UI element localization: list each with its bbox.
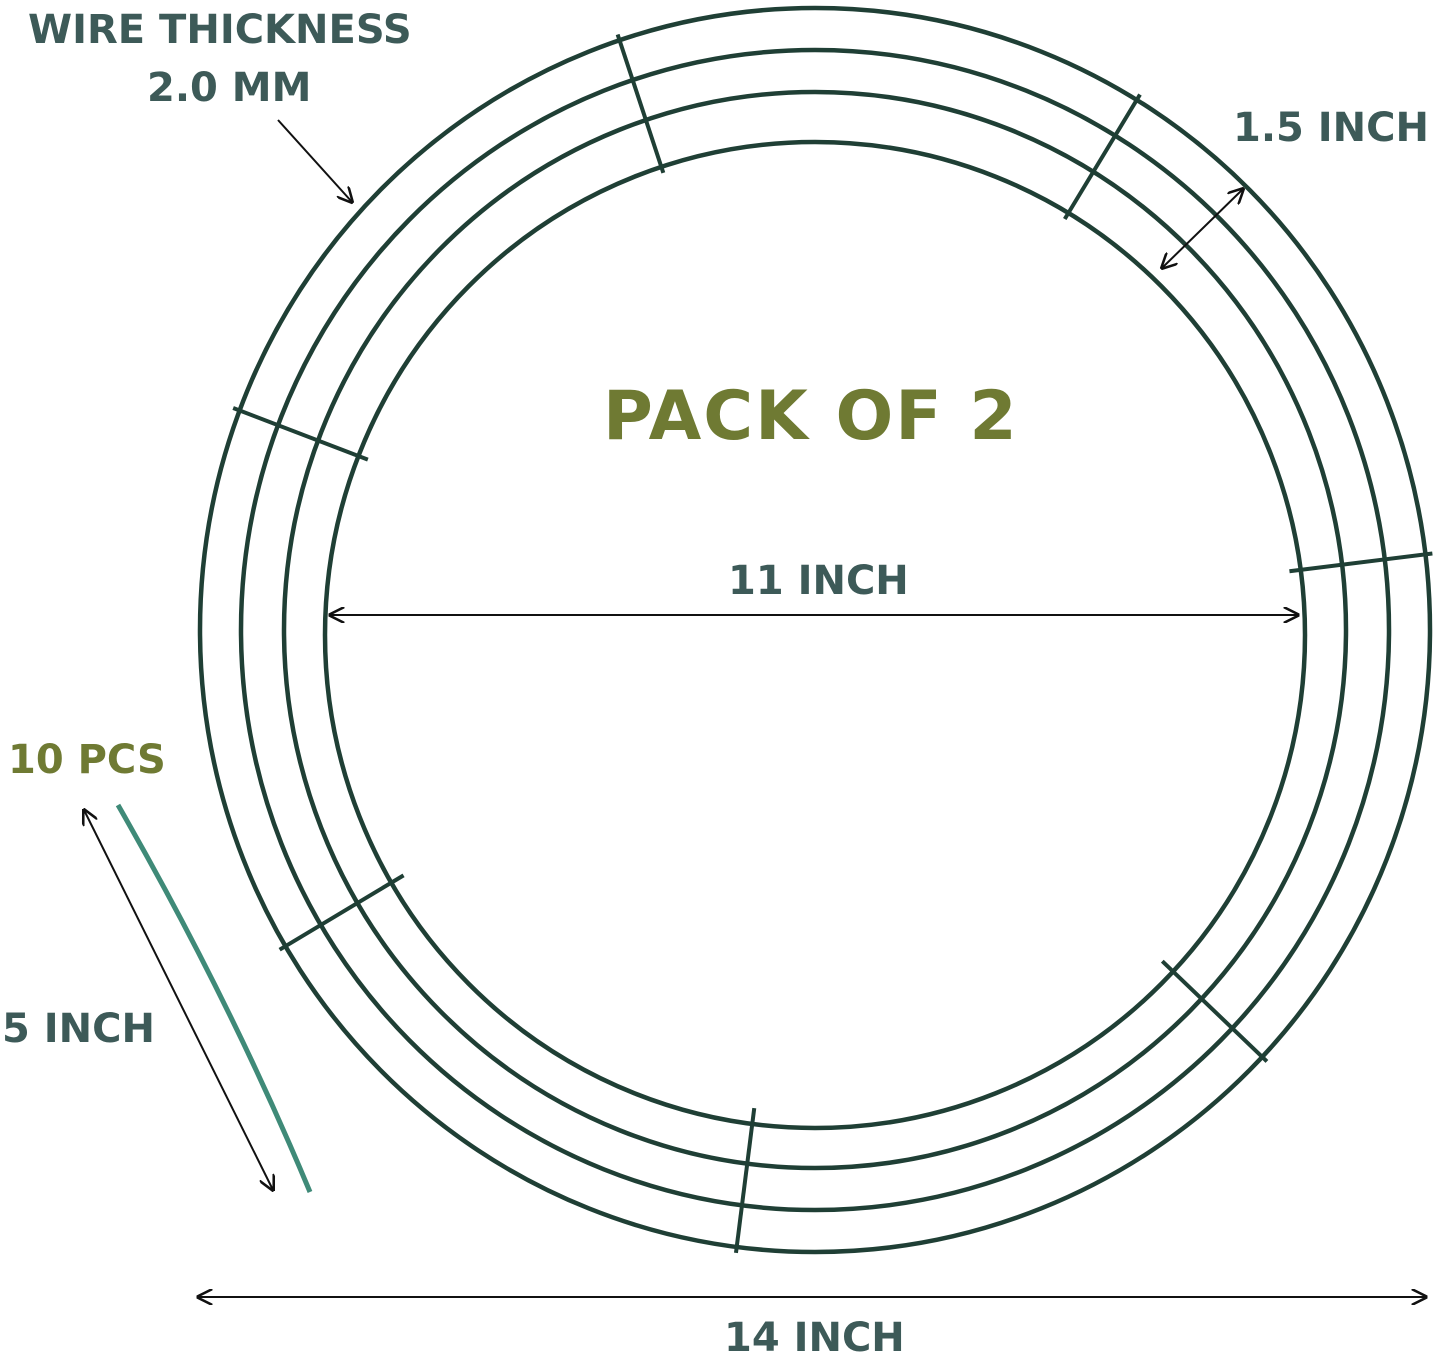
tie-length-label: 5 INCH: [2, 1006, 155, 1052]
outer-diameter-label: 14 INCH: [724, 1315, 905, 1358]
cross-strut: [232, 406, 369, 462]
cross-strut: [1289, 551, 1433, 574]
cross-strut: [1063, 93, 1142, 221]
wire-ring: [322, 139, 1308, 1131]
thickness-arrow: [277, 119, 352, 202]
wire-ring: [281, 89, 1349, 1171]
pack-label: PACK OF 2: [603, 377, 1019, 456]
inner-diameter-label: 11 INCH: [728, 558, 909, 604]
ties-count-label: 10 PCS: [8, 737, 166, 783]
ring-gap-arrow: [1162, 189, 1243, 268]
cross-strut: [278, 873, 405, 952]
wire-tie: [115, 803, 313, 1193]
wire-ring: [197, 5, 1433, 1255]
cross-strut: [733, 1107, 757, 1254]
tie-length-arrow: [84, 810, 273, 1190]
wire-thickness-value: 2.0 MM: [147, 65, 312, 111]
cross-strut: [1160, 959, 1269, 1063]
ring-gap-label: 1.5 INCH: [1233, 105, 1429, 151]
wire-thickness-label: WIRE THICKNESS: [28, 7, 412, 53]
wire-ring: [238, 47, 1392, 1213]
cross-strut: [615, 33, 666, 174]
